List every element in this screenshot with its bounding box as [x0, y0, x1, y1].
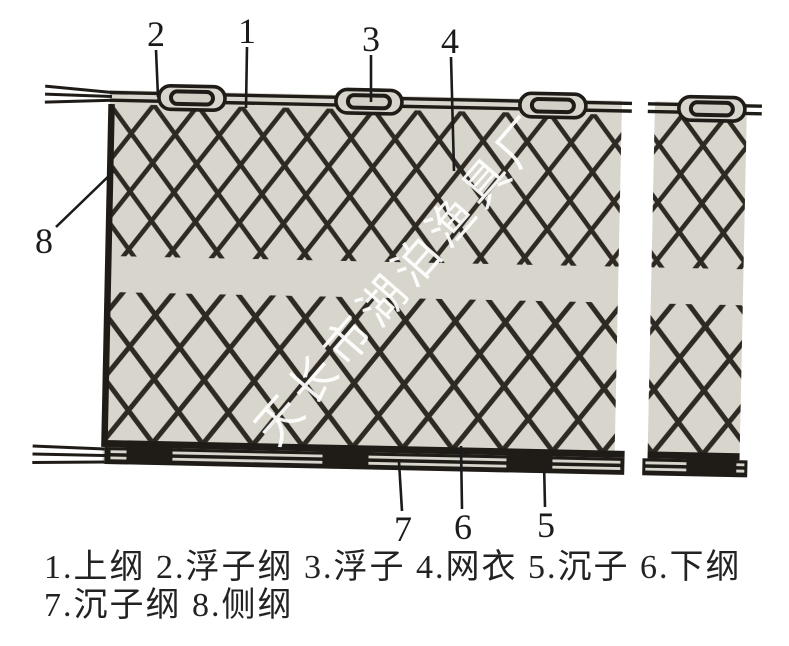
- callout-line-8: [55, 170, 115, 228]
- callout-line-1: [244, 46, 249, 109]
- sinker-2: [322, 445, 369, 469]
- side-rope: [101, 103, 115, 448]
- float-1: [157, 83, 227, 112]
- callout-lines: [55, 46, 547, 512]
- callout-number-top-rope: 1: [238, 11, 256, 51]
- legend-line-2: 7.沉子纲 8.侧纲: [44, 587, 294, 624]
- legend-line-1: 1.上纲 2.浮子纲 3.浮子 4.网衣 5.沉子 6.下纲: [44, 549, 742, 586]
- float-4: [677, 94, 747, 123]
- float-2: [334, 87, 404, 116]
- callout-number-bottom-rope: 6: [454, 507, 472, 547]
- netting-lower-right: [647, 303, 743, 456]
- callout-number-netting: 4: [441, 21, 459, 61]
- sinker-1: [126, 440, 173, 465]
- callout-numbers: 2 1 3 4 8 7 6 5: [35, 11, 555, 549]
- callout-number-sinker-rope: 7: [394, 509, 412, 548]
- floats: [157, 83, 747, 123]
- callout-number-side-rope: 8: [35, 221, 53, 261]
- callout-line-4: [449, 56, 456, 172]
- netting-upper-right: [651, 115, 747, 270]
- sinkers: [126, 440, 737, 477]
- callout-line-7: [397, 461, 404, 512]
- float-3: [518, 91, 588, 120]
- callout-number-sinker: 5: [537, 505, 555, 545]
- net-assembly: [32, 83, 762, 478]
- callout-number-float-rope: 2: [147, 14, 165, 54]
- gillnet-diagram: 天长市湖泊渔具厂 2 1 3 4 8 7 6 5: [32, 11, 762, 549]
- netting-lower-main: [102, 291, 618, 453]
- callout-number-float: 3: [362, 19, 380, 59]
- netting-upper-main: [106, 103, 622, 267]
- sinker-3: [506, 448, 553, 473]
- legend-caption: 1.上纲 2.浮子纲 3.浮子 4.网衣 5.沉子 6.下纲 7.沉子纲 8.侧…: [44, 549, 764, 625]
- callout-line-2: [154, 49, 160, 98]
- gillnet-diagram-svg: 天长市湖泊渔具厂 2 1 3 4 8 7 6 5: [32, 11, 762, 549]
- sinker-4: [686, 452, 737, 477]
- callout-line-5: [542, 461, 547, 508]
- callout-line-6: [459, 445, 464, 510]
